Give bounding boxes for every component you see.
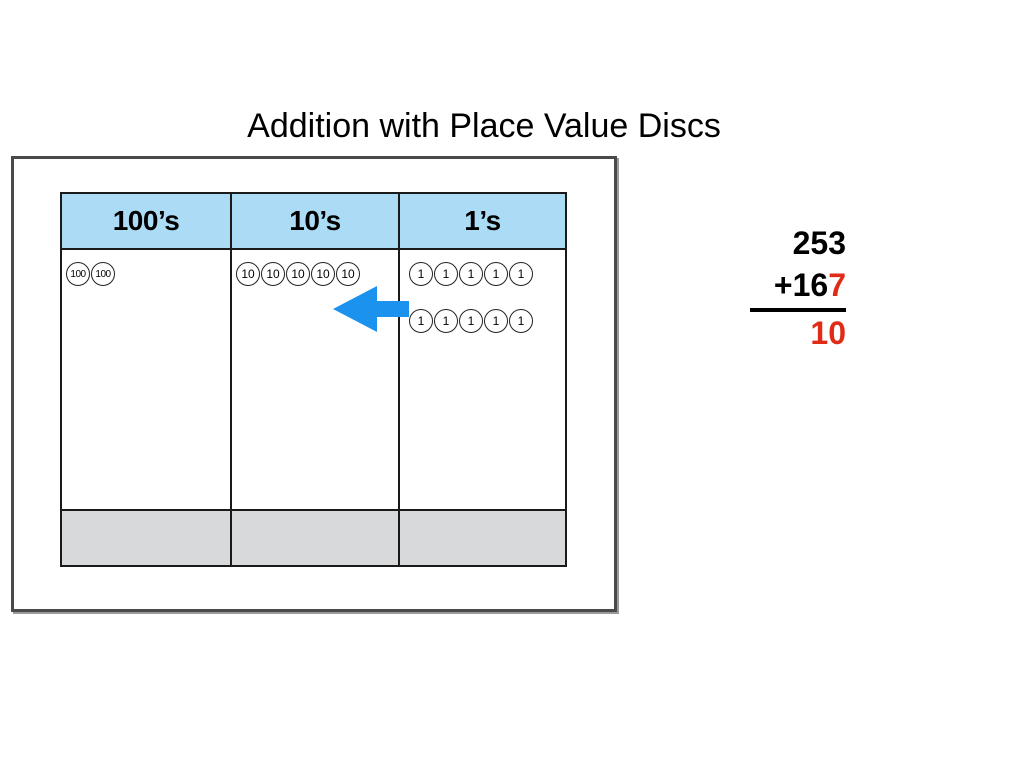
sum-rule xyxy=(750,308,846,312)
disc-row: 100 100 xyxy=(66,262,228,286)
column-header-ones: 1’s xyxy=(400,194,565,250)
disc-1: 1 xyxy=(484,262,508,286)
disc-1: 1 xyxy=(509,309,533,333)
place-value-chart: 100’s 100 100 10’s 10 10 10 10 10 1’s 1 … xyxy=(60,192,567,567)
addend-bottom: +167 xyxy=(738,264,858,306)
column-header-tens: 10’s xyxy=(232,194,398,250)
column-footer-ones xyxy=(400,509,565,565)
column-header-hundreds: 100’s xyxy=(62,194,230,250)
column-footer-tens xyxy=(232,509,398,565)
column-hundreds: 100’s 100 100 xyxy=(62,194,232,565)
disc-1: 1 xyxy=(509,262,533,286)
column-tens: 10’s 10 10 10 10 10 xyxy=(232,194,400,565)
addend-bottom-highlight: 7 xyxy=(828,267,846,303)
disc-1: 1 xyxy=(459,309,483,333)
addend-top: 253 xyxy=(792,225,846,261)
disc-1: 1 xyxy=(484,309,508,333)
disc-row: 10 10 10 10 10 xyxy=(236,262,396,286)
disc-10: 10 xyxy=(261,262,285,286)
partial-result: 10 xyxy=(810,315,846,351)
column-ones: 1’s 1 1 1 1 1 1 1 1 1 1 xyxy=(400,194,565,565)
disc-1: 1 xyxy=(434,309,458,333)
column-footer-hundreds xyxy=(62,509,230,565)
disc-10: 10 xyxy=(311,262,335,286)
disc-10: 10 xyxy=(236,262,260,286)
disc-10: 10 xyxy=(286,262,310,286)
disc-row: 1 1 1 1 1 xyxy=(409,262,563,286)
disc-100: 100 xyxy=(66,262,90,286)
disc-100: 100 xyxy=(91,262,115,286)
disc-1: 1 xyxy=(459,262,483,286)
addend-bottom-prefix: +16 xyxy=(773,267,829,303)
disc-1: 1 xyxy=(409,309,433,333)
regroup-arrow-icon xyxy=(333,286,409,332)
addition-problem: 253 +167 10 xyxy=(738,222,858,354)
page-title: Addition with Place Value Discs xyxy=(247,107,721,145)
disc-1: 1 xyxy=(434,262,458,286)
disc-10: 10 xyxy=(336,262,360,286)
disc-1: 1 xyxy=(409,262,433,286)
disc-row: 1 1 1 1 1 xyxy=(409,309,563,333)
